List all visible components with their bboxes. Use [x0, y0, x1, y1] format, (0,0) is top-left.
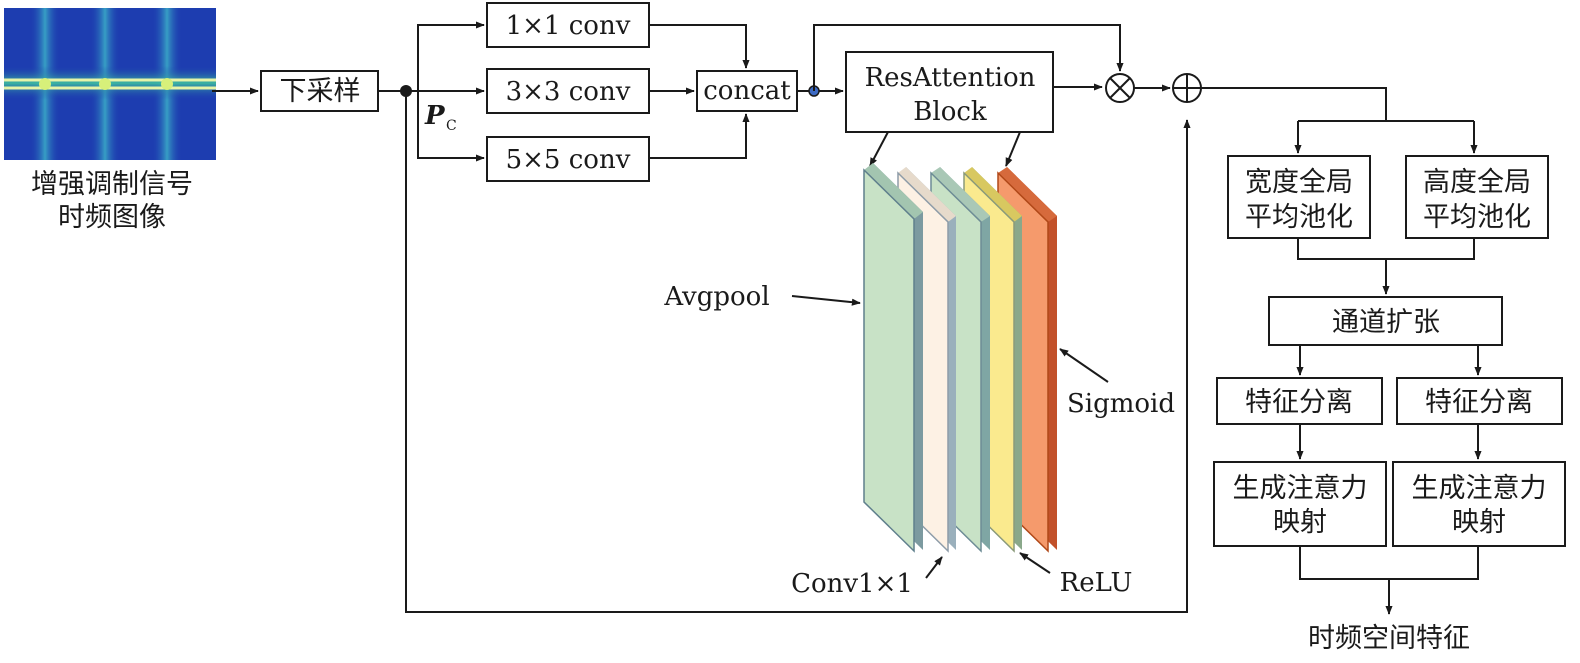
arrow-conv5-to-concat	[649, 113, 750, 159]
conv-1x1-label: 1×1 conv	[506, 11, 631, 41]
arrow-relu-label	[1019, 552, 1051, 574]
feature-separate-label-left: 特征分离	[1245, 387, 1353, 418]
residual-skip-connection	[405, 91, 1191, 613]
arrow-sigmoid-label	[1059, 348, 1109, 383]
conv-5x5-box	[486, 136, 650, 182]
multiply-operator-icon	[1105, 73, 1135, 103]
attention-map-right-line2: 映射	[1452, 507, 1506, 538]
width-pool-line2: 平均池化	[1245, 202, 1353, 233]
attention-map-right-line1: 生成注意力	[1412, 473, 1547, 504]
attention-map-left-line1: 生成注意力	[1233, 473, 1368, 504]
feature-separate-box-left	[1216, 377, 1383, 425]
input-caption-line2: 时频图像	[58, 202, 166, 233]
conv-5x5-label: 5×5 conv	[506, 145, 631, 175]
conv-3x3-box	[486, 68, 650, 114]
arrow-bypass-to-multiply	[813, 24, 1124, 91]
feature-separate-label-right: 特征分离	[1425, 387, 1533, 418]
height-pool-line1: 高度全局	[1423, 167, 1531, 198]
resattention-label-line1: ResAttention	[865, 63, 1036, 93]
arrow-conv1x1-label	[925, 556, 943, 579]
conv-1x1-box	[486, 2, 650, 48]
attention-merge-bar	[1299, 546, 1479, 580]
width-global-avgpool-box	[1227, 155, 1371, 239]
arrow-conv1-to-concat	[649, 24, 750, 69]
add-operator-icon	[1172, 73, 1202, 103]
height-global-avgpool-box	[1405, 155, 1549, 239]
arrow-to-conv1	[406, 21, 485, 92]
arrow-avgpool-label	[791, 295, 861, 306]
height-pool-line2: 平均池化	[1423, 202, 1531, 233]
arrow-resblock-to-layers-right	[1005, 131, 1021, 167]
downsample-label: 下采样	[280, 76, 361, 107]
arrow-resblock-to-layers-left	[869, 131, 889, 167]
output-label: 时频空间特征	[1308, 623, 1470, 654]
layer-label-avgpool: Avgpool	[663, 282, 769, 312]
concat-label: concat	[703, 76, 791, 106]
attention-map-left-line2: 映射	[1273, 507, 1327, 538]
attention-map-box-right	[1392, 461, 1566, 547]
pc-label: P	[424, 101, 446, 131]
conv-3x3-label: 3×3 conv	[506, 77, 631, 107]
concat-box	[696, 70, 798, 112]
layer-slab-avgpool	[863, 163, 923, 553]
feature-separate-box-right	[1396, 377, 1563, 425]
pc-subscript: C	[446, 118, 457, 134]
attention-map-box-left	[1213, 461, 1387, 547]
input-spectrogram-image	[4, 8, 216, 160]
layer-label-sigmoid: Sigmoid	[1067, 389, 1175, 419]
width-pool-line1: 宽度全局	[1245, 167, 1353, 198]
connector-add-to-pooling	[1201, 87, 1387, 121]
layer-label-conv1x1: Conv1×1	[791, 569, 913, 599]
input-caption-line1: 增强调制信号	[31, 169, 193, 200]
resattention-label-line2: Block	[913, 97, 987, 127]
arrow-to-conv5	[417, 91, 485, 162]
channel-expand-box	[1268, 296, 1503, 346]
layer-label-relu: ReLU	[1060, 568, 1133, 598]
resattention-block-box	[845, 51, 1054, 133]
pooling-merge-bar	[1297, 238, 1475, 260]
channel-expand-label: 通道扩张	[1332, 307, 1440, 338]
